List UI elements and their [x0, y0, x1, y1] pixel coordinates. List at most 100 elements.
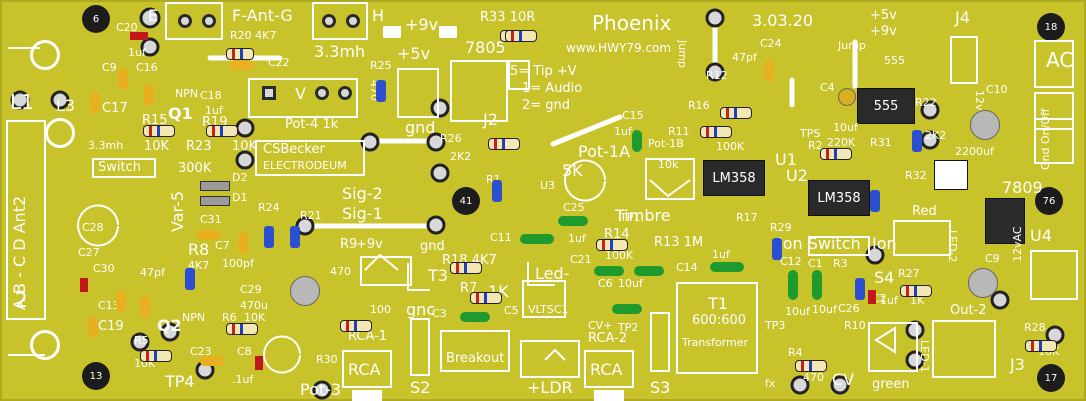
- ic-u1: LM358: [703, 160, 765, 196]
- c3-label: C3: [432, 307, 447, 320]
- led2-label: LED-2: [946, 230, 959, 263]
- connector-e: [165, 2, 223, 40]
- c22-label: C22: [268, 56, 290, 69]
- resistor-vertical: [376, 80, 386, 102]
- c11-label: C11: [490, 231, 512, 244]
- c10-label: C10: [986, 83, 1008, 96]
- tp1-label: TP1: [620, 211, 641, 224]
- c9-label: C9: [102, 61, 117, 74]
- electrolytic-capacitor: [970, 110, 1000, 140]
- connector-e-label: E: [148, 6, 159, 25]
- c6-label: C6: [598, 277, 613, 290]
- pad: [315, 86, 329, 100]
- pad: [202, 14, 216, 28]
- r27-label: R27: [898, 267, 920, 280]
- capacitor-yellow: [197, 230, 221, 240]
- switch-box: [92, 158, 156, 178]
- rca1-label: RCA-1: [348, 329, 388, 344]
- switch-label: Switch: [98, 160, 141, 175]
- c17-label: C17: [102, 101, 128, 116]
- r3-label: R3: [833, 257, 848, 270]
- sig1-label: Sig-1: [342, 204, 383, 223]
- r6-label: R6: [222, 311, 237, 324]
- board-version: 3.03.20: [752, 11, 814, 30]
- j3-label: J3: [1010, 355, 1025, 374]
- pad: [262, 86, 276, 100]
- heatsink-tab: [934, 160, 968, 190]
- c16-label: C16: [136, 61, 158, 74]
- resistor: [505, 30, 537, 42]
- npn-label: NPN: [175, 87, 199, 100]
- r32-label: R32: [905, 169, 927, 182]
- r26-label: R26: [440, 132, 462, 145]
- mount-hole: 76: [1035, 187, 1063, 215]
- board-website: www.HWY79.com: [566, 41, 672, 55]
- capacitor-green: [612, 304, 642, 314]
- pad: [178, 14, 192, 28]
- coil-l3-value: 3.3mh: [88, 139, 124, 152]
- component-red: [255, 356, 263, 370]
- r15-val: 10K: [144, 139, 170, 154]
- r22-label: R22: [915, 96, 937, 109]
- c30-val: 47pf: [140, 266, 165, 279]
- capacitor-green: [520, 234, 554, 244]
- rca2-jack-label: RCA: [590, 360, 623, 379]
- r1-label: R1: [486, 174, 501, 185]
- pad: [322, 14, 336, 28]
- npn2-label: NPN: [182, 311, 206, 324]
- pad-white: [439, 26, 457, 38]
- c25-val: 1uf: [568, 232, 586, 245]
- j2-jack: [508, 60, 530, 90]
- resistor: [140, 350, 172, 362]
- r2-label: R2: [808, 139, 823, 152]
- timbre-label: Timbre: [615, 206, 671, 225]
- resistor-vertical: [185, 268, 195, 290]
- r5-label: R5: [134, 334, 149, 347]
- plus9v-label: +9v: [405, 15, 439, 34]
- c5-label: C5: [504, 304, 519, 317]
- capacitor-green: [710, 262, 744, 272]
- resistor: [226, 48, 254, 60]
- capacitor-yellow: [230, 60, 254, 70]
- ic-u2-ref: U2: [786, 166, 808, 185]
- transformer-box: [676, 282, 758, 374]
- resistor: [596, 239, 628, 251]
- r8-val: 4K7: [188, 259, 210, 272]
- reg-7809-label: 7809: [1002, 178, 1043, 197]
- connector-fantg-label: F-Ant-G: [232, 6, 293, 25]
- c15-label: C15: [622, 109, 644, 122]
- j4-label: J4: [955, 8, 970, 27]
- c19-label: C19: [98, 319, 124, 334]
- j4-connector: [950, 36, 978, 84]
- capacitor-green: [460, 312, 490, 322]
- red-label: Red: [912, 204, 937, 219]
- resistor: [206, 125, 238, 137]
- c1-val: 10uf: [785, 305, 810, 318]
- var5-label: Var-5: [168, 190, 187, 232]
- r23-label: R23: [186, 139, 212, 154]
- c8-val: .1uf: [232, 373, 254, 386]
- r16-label: R16: [688, 99, 710, 112]
- tp4-label: TP4: [165, 372, 195, 391]
- c28-label: C28: [82, 221, 104, 234]
- resistor: [720, 107, 752, 119]
- transformer-ratio: 600:600: [692, 313, 747, 328]
- c1-label: C1: [808, 257, 823, 270]
- c26-val: 10uf: [812, 303, 837, 316]
- s2-switch: [410, 318, 430, 376]
- resistor: [143, 125, 175, 137]
- ac-12v-box: [1030, 250, 1078, 300]
- capacitor-green: [788, 270, 798, 300]
- t3-label: T3: [428, 266, 448, 285]
- ion-switch-box: [808, 236, 870, 256]
- resistor-vertical: [264, 226, 274, 248]
- ion-switch-label: Ion Switch: [778, 234, 861, 253]
- r27-val: 1K: [910, 294, 925, 307]
- u4-label: U4: [1030, 226, 1052, 245]
- pot1b-label: Pot-1B: [648, 137, 684, 150]
- c4-label: C4: [820, 81, 835, 94]
- resistor-vertical: [855, 278, 865, 300]
- electrolytic-capacitor: [290, 276, 320, 306]
- diode-d2: [200, 181, 230, 191]
- capacitor-green: [634, 266, 664, 276]
